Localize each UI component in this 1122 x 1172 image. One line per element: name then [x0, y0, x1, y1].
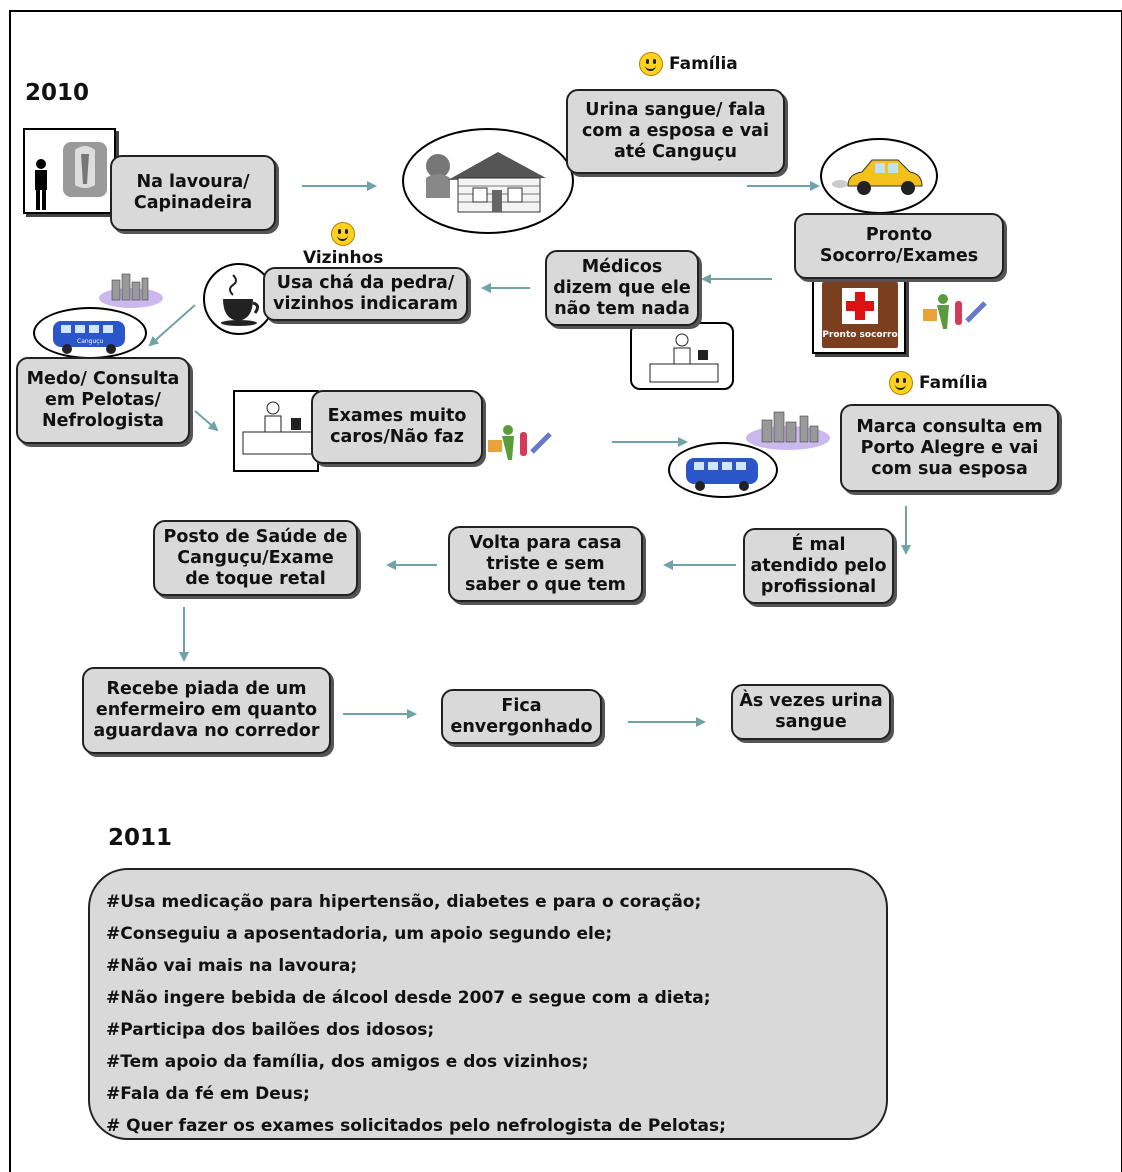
doctor-desk-icon-2 — [242, 401, 314, 455]
house-ellipse — [402, 128, 574, 234]
medical-supplies-icon-2 — [488, 425, 552, 460]
farmer-icon — [35, 142, 107, 210]
first-aid-sign-icon: Pronto socorro — [822, 282, 898, 348]
bus-ellipse: Canguçu — [33, 307, 147, 359]
bus-icon: Canguçu — [53, 321, 125, 354]
note-item: #Não vai mais na lavoura; — [106, 956, 358, 976]
note-item: #Usa medicação para hipertensão, diabete… — [106, 892, 702, 912]
step-lavoura: Na lavoura/Capinadeira — [110, 155, 276, 231]
note-item: #Tem apoio da família, dos amigos e dos … — [106, 1052, 589, 1072]
city-icon — [99, 273, 163, 308]
note-item: #Não ingere bebida de álcool desde 2007 … — [106, 988, 711, 1008]
tea-cup-icon — [221, 274, 260, 326]
note-item: #Participa dos bailões dos idosos; — [106, 1020, 435, 1040]
note-item: #Conseguiu a aposentadoria, um apoio seg… — [106, 924, 613, 944]
year-2010-label: 2010 — [25, 80, 90, 106]
actor-vizinhos: Vizinhos — [303, 222, 383, 268]
notes-2011-panel: #Usa medicação para hipertensão, diabete… — [88, 868, 888, 1140]
actor-vizinhos-label: Vizinhos — [303, 248, 384, 268]
actor-familia-label: Família — [919, 373, 988, 393]
doctor-desk-frame — [630, 322, 734, 390]
bus-icon-2 — [686, 458, 758, 491]
car-icon — [832, 159, 923, 195]
actor-familia-2: Família — [889, 371, 988, 395]
first-aid-frame: Pronto socorro — [812, 276, 906, 354]
step-cha-da-pedra: Usa chá da pedra/vizinhos indicaram — [263, 267, 468, 321]
note-item: #Fala da fé em Deus; — [106, 1084, 310, 1104]
bus-ellipse-2 — [668, 442, 778, 498]
city-icon-2 — [746, 411, 830, 450]
farmer-frame — [23, 128, 116, 214]
actor-familia-1: Família — [639, 52, 738, 76]
smiley-icon — [331, 222, 356, 246]
doctor-desk-frame-2 — [233, 390, 319, 472]
note-item: # Quer fazer os exames solicitados pelo … — [106, 1116, 726, 1136]
smiley-icon — [889, 371, 913, 395]
arrow-cha-to-bus — [148, 304, 196, 347]
doctor-desk-icon — [649, 333, 719, 383]
medical-supplies-icon — [923, 294, 987, 329]
smiley-icon — [639, 52, 663, 76]
arrow-medo-to-exames — [194, 410, 219, 432]
actor-familia-label: Família — [669, 54, 738, 74]
year-2011-label: 2011 — [108, 825, 173, 851]
bus-sign: Canguçu — [77, 338, 104, 345]
house-icon — [426, 152, 546, 213]
first-aid-sign-label: Pronto socorro — [822, 330, 898, 340]
car-ellipse — [820, 138, 938, 214]
